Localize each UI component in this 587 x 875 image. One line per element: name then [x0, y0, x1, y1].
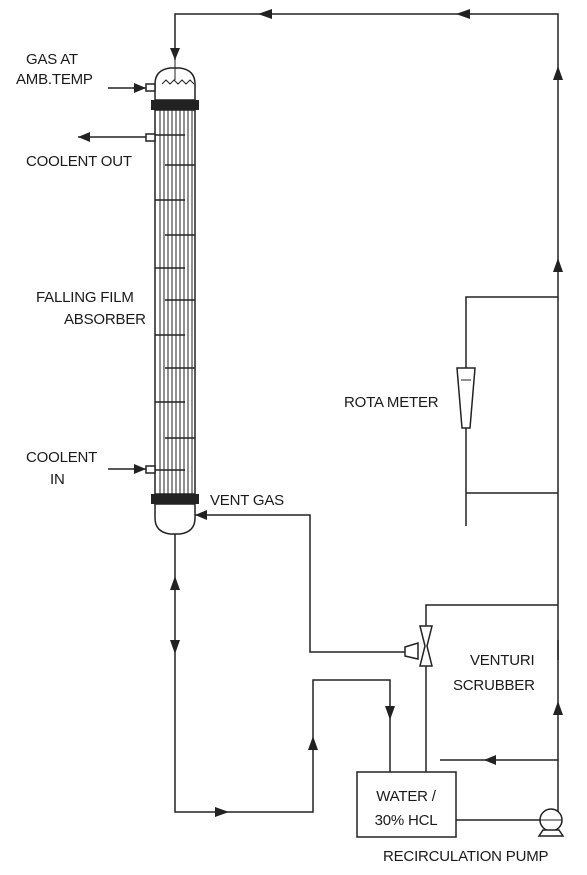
tank-label-line1: WATER / [376, 788, 436, 805]
coolent-in-label-line2: IN [50, 471, 65, 488]
falling-film-label-line2: ABSORBER [64, 311, 146, 328]
vent-gas-label: VENT GAS [210, 492, 284, 509]
gas-at-label-line2: AMB.TEMP [16, 71, 93, 88]
bottom-drain-line [174, 534, 391, 813]
rota-meter-label: ROTA METER [344, 394, 439, 411]
venturi-label-line2: SCRUBBER [453, 677, 535, 694]
venturi-label-line1: VENTURI [470, 652, 534, 669]
recirculation-pump [537, 808, 565, 837]
gas-at-label-line1: GAS AT [26, 51, 78, 68]
recirculation-return-line [174, 13, 559, 660]
rotameter-branch-line [465, 296, 558, 526]
absorber-tubes [159, 110, 193, 494]
falling-film-label-line1: FALLING FILM [36, 289, 134, 306]
vent-gas-line [195, 514, 405, 653]
coolent-out-label: COOLENT OUT [26, 153, 132, 170]
venturi-scrubber [404, 625, 433, 667]
venturi-feed-line [425, 604, 558, 772]
recirculation-pump-label: RECIRCULATION PUMP [383, 848, 548, 865]
piping [78, 9, 563, 821]
absorber-baffles [155, 134, 195, 471]
falling-film-absorber [145, 60, 199, 535]
rota-meter [456, 367, 476, 434]
tank-label-line2: 30% HCL [375, 812, 438, 829]
water-hcl-tank [356, 771, 457, 838]
coolent-in-label-line1: COOLENT [26, 449, 97, 466]
